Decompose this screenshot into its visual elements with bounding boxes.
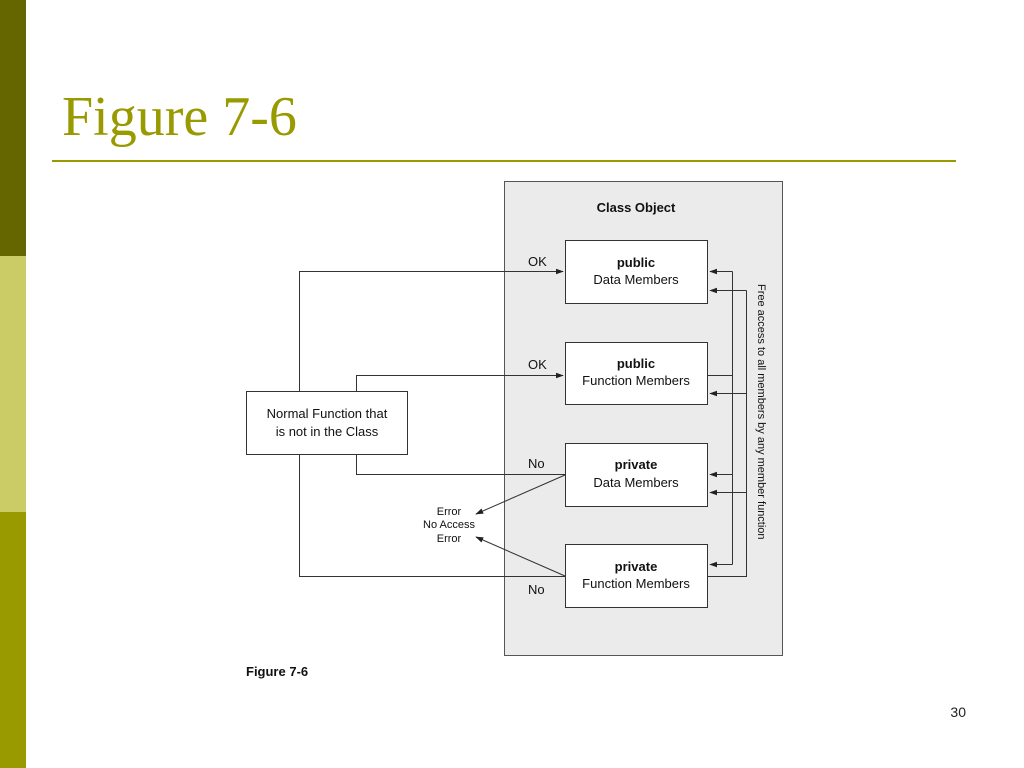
error-label-bottom: Error	[437, 533, 462, 545]
title-underline	[52, 160, 956, 162]
sidebar-band-middle	[0, 256, 26, 512]
member-box-private-functions: private Function Members	[565, 544, 708, 608]
figure-caption: Figure 7-6	[246, 664, 308, 679]
member-access-public-data: public	[617, 255, 655, 270]
member-kind-private-data: Data Members	[593, 475, 679, 490]
access-arrow-public-functions	[356, 372, 564, 392]
no-access-label: No Access	[423, 519, 475, 531]
member-box-public-functions: public Function Members	[565, 342, 708, 405]
access-arrow-public-data	[299, 268, 564, 392]
external-function-line-2: is not in the Class	[276, 424, 379, 439]
slide-number: 30	[950, 704, 966, 720]
member-access-private-data: private	[615, 457, 658, 472]
member-function-outlets	[707, 375, 747, 577]
member-kind-public-data: Data Members	[593, 272, 679, 287]
access-label-public-functions: OK	[528, 357, 547, 372]
member-access-public-functions: public	[617, 356, 655, 371]
error-label-top: Error	[437, 506, 462, 518]
error-arrow-private-data	[475, 474, 566, 515]
sidebar-band-top	[0, 0, 26, 256]
member-box-public-data: public Data Members	[565, 240, 708, 304]
member-box-private-data: private Data Members	[565, 443, 708, 507]
access-label-private-data: No	[528, 456, 545, 471]
member-kind-public-functions: Function Members	[582, 373, 690, 388]
external-function-box: Normal Function that is not in the Class	[246, 391, 408, 455]
sidebar-band-bottom	[0, 512, 26, 768]
error-arrow-private-functions	[475, 536, 566, 577]
access-label-private-functions: No	[528, 582, 545, 597]
access-line-private-data	[356, 454, 566, 475]
access-line-private-functions	[299, 454, 566, 577]
slide-title: Figure 7-6	[62, 86, 297, 148]
free-access-note: Free access to all members by any member…	[755, 284, 767, 540]
class-object-title: Class Object	[597, 200, 676, 215]
member-kind-private-functions: Function Members	[582, 576, 690, 591]
member-access-private-functions: private	[615, 559, 658, 574]
access-label-public-data: OK	[528, 254, 547, 269]
external-function-line-1: Normal Function that	[267, 406, 388, 421]
